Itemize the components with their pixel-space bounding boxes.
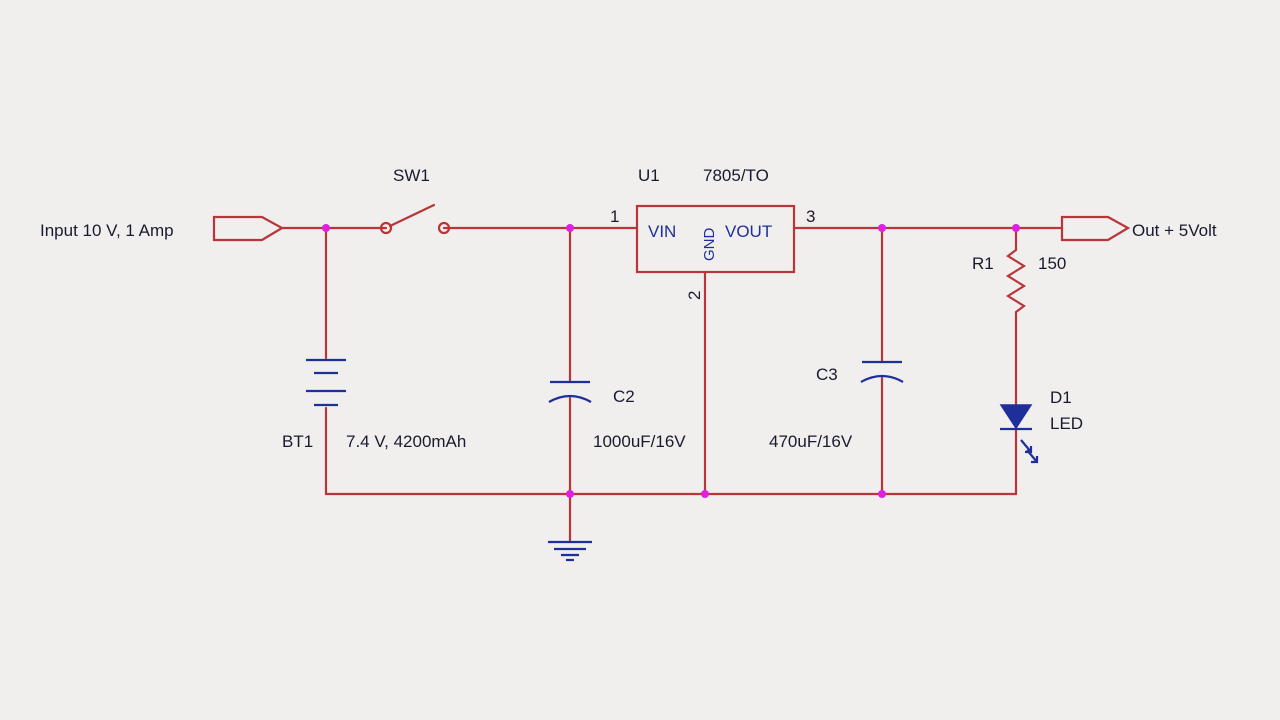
switch-ref: SW1 — [393, 166, 430, 185]
battery-value: 7.4 V, 4200mAh — [346, 432, 466, 451]
r1-value: 150 — [1038, 254, 1066, 273]
c2-value: 1000uF/16V — [593, 432, 686, 451]
switch-terminal-right — [437, 221, 451, 235]
c2-ref: C2 — [613, 387, 635, 406]
junction-dot — [1012, 224, 1020, 232]
input-label: Input 10 V, 1 Amp — [40, 221, 174, 240]
output-port-icon — [1060, 215, 1131, 242]
regulator-pin-gnd-label: GND — [701, 228, 718, 262]
input-port-icon — [212, 215, 285, 242]
regulator-ref: U1 — [638, 166, 660, 185]
d1-ref: D1 — [1050, 388, 1072, 407]
ground-icon — [548, 540, 592, 562]
junction-dot — [701, 490, 709, 498]
junction-dot — [566, 224, 574, 232]
battery-ref: BT1 — [282, 432, 313, 451]
regulator-pin3-number: 3 — [806, 207, 815, 226]
capacitor-c2-icon — [548, 380, 592, 403]
c3-value: 470uF/16V — [769, 432, 853, 451]
regulator-pin-vin-label: VIN — [648, 222, 676, 241]
regulator-body — [635, 204, 796, 274]
r1-ref: R1 — [972, 254, 994, 273]
resistor-r1-icon — [1005, 248, 1027, 320]
junction-dot — [878, 490, 886, 498]
regulator-u1: VIN VOUT GND — [635, 204, 796, 274]
switch-sw1 — [379, 203, 451, 235]
junction-dot — [878, 224, 886, 232]
d1-value: LED — [1050, 414, 1083, 433]
capacitor-c3-icon — [860, 360, 904, 383]
c3-ref: C3 — [816, 365, 838, 384]
junctions — [322, 224, 1020, 498]
regulator-pin2-number: 2 — [685, 291, 704, 300]
regulator-pin-vout-label: VOUT — [725, 222, 772, 241]
regulator-part: 7805/TO — [703, 166, 769, 185]
wires — [280, 226, 1064, 544]
regulator-pin1-number: 1 — [610, 207, 619, 226]
junction-dot — [322, 224, 330, 232]
output-label: Out + 5Volt — [1132, 221, 1217, 240]
led-d1-icon — [999, 404, 1039, 464]
battery-bt1-icon — [306, 358, 346, 407]
switch-lever — [388, 203, 436, 228]
junction-dot — [566, 490, 574, 498]
switch-terminal-left — [379, 221, 393, 235]
